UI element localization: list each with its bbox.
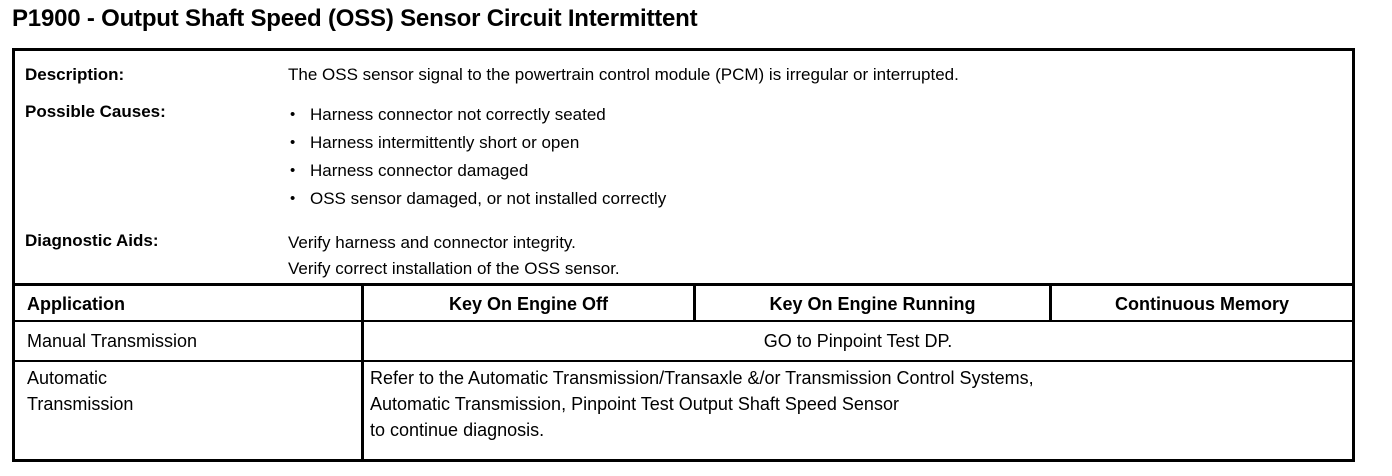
automatic-row-divider — [15, 360, 1352, 362]
automatic-value-line: Refer to the Automatic Transmission/Tran… — [370, 368, 1034, 388]
column-header-application: Application — [27, 294, 125, 314]
column-divider-koer — [1049, 283, 1052, 320]
table-row-automatic-application: Automatic Transmission — [27, 365, 133, 417]
column-divider-application — [361, 283, 364, 462]
automatic-application-line: Automatic — [27, 368, 108, 388]
table-row-manual-application: Manual Transmission — [27, 331, 198, 351]
diagnostic-aids-line: Verify correct installation of the OSS s… — [288, 259, 620, 278]
page-title: P1900 - Output Shaft Speed (OSS) Sensor … — [12, 5, 698, 32]
list-item: Harness intermittently short or open — [288, 129, 666, 157]
table-header-divider — [15, 283, 1352, 286]
diagnostic-aids-label: Diagnostic Aids: — [25, 231, 159, 250]
possible-causes-label: Possible Causes: — [25, 102, 166, 121]
dtc-table-frame: Description: The OSS sensor signal to th… — [12, 48, 1355, 462]
list-item: OSS sensor damaged, or not installed cor… — [288, 185, 666, 213]
table-row-manual-value: GO to Pinpoint Test DP. — [763, 331, 953, 351]
diagnostic-aids-text: Verify harness and connector integrity. … — [288, 230, 620, 282]
description-label: Description: — [25, 65, 125, 84]
description-text: The OSS sensor signal to the powertrain … — [288, 65, 959, 84]
column-header-key-on-engine-off: Key On Engine Off — [448, 294, 608, 314]
manual-row-divider — [15, 320, 1352, 322]
possible-causes-list: Harness connector not correctly seated H… — [288, 101, 666, 213]
column-header-continuous-memory: Continuous Memory — [1115, 294, 1289, 314]
column-header-key-on-engine-running: Key On Engine Running — [769, 294, 976, 314]
list-item: Harness connector damaged — [288, 157, 666, 185]
table-row-automatic-value: Refer to the Automatic Transmission/Tran… — [370, 365, 1034, 443]
automatic-value-line: to continue diagnosis. — [370, 420, 545, 440]
list-item: Harness connector not correctly seated — [288, 101, 666, 129]
column-divider-koeo — [693, 283, 696, 320]
automatic-value-line: Automatic Transmission, Pinpoint Test Ou… — [370, 394, 899, 414]
automatic-application-line: Transmission — [27, 394, 134, 414]
diagnostic-aids-line: Verify harness and connector integrity. — [288, 233, 576, 252]
